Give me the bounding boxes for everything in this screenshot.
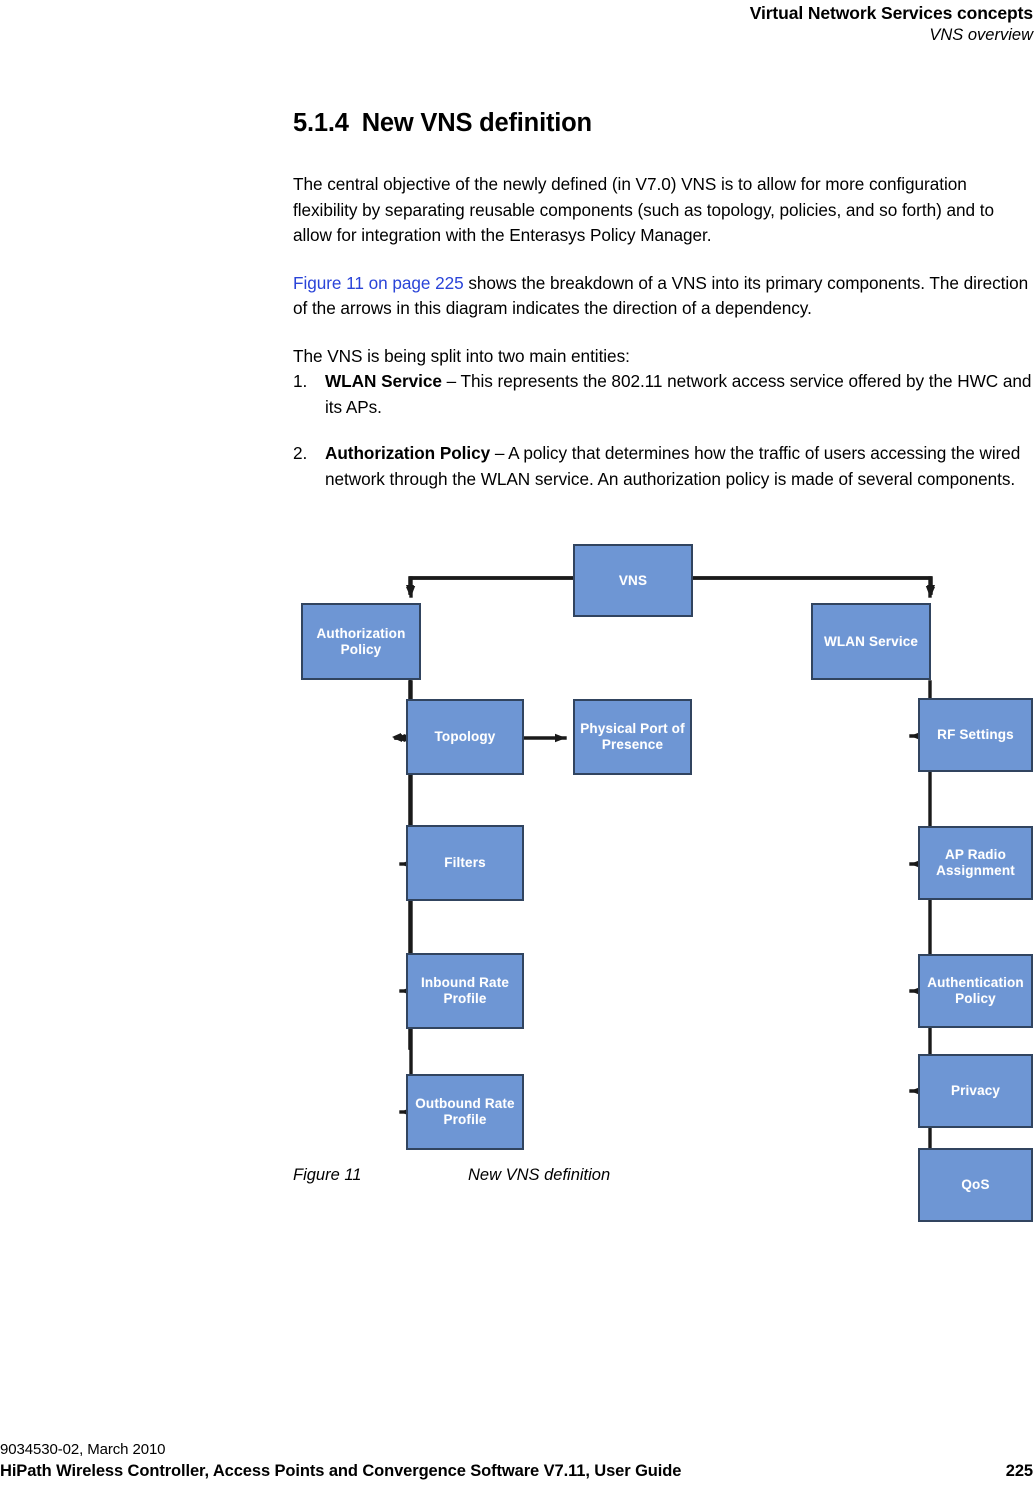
figure-caption-label: Figure 11 [293,1166,362,1184]
list-item-term: Authorization Policy [325,443,491,463]
node-inbound-rate-profile[interactable]: Inbound Rate Profile [406,953,524,1029]
page-header: Virtual Network Services concepts VNS ov… [0,0,1035,46]
node-privacy[interactable]: Privacy [918,1054,1033,1128]
footer-page-number: 225 [1005,1462,1033,1480]
intro-paragraph: The central objective of the newly defin… [293,174,994,245]
node-vns[interactable]: VNS [573,544,693,617]
node-authorization-policy[interactable]: Authorization Policy [301,603,421,680]
xref-paragraph: Figure 11 on page 225 shows the breakdow… [293,271,1035,322]
footer-product-line: HiPath Wireless Controller, Access Point… [0,1460,1035,1483]
list-item: 1. WLAN Service – This represents the 802… [293,369,1035,420]
page-footer: 9034530-02, March 2010 HiPath Wireless C… [0,1439,1035,1483]
entity-list: 1. WLAN Service – This represents the 802… [293,369,1035,492]
figure-11: VNS Authorization Policy WLAN Service To… [293,516,1035,1222]
footer-product-title: HiPath Wireless Controller, Access Point… [0,1462,682,1480]
figure-caption-title: New VNS definition [468,1166,611,1184]
list-item-marker: 1. [293,371,308,391]
node-outbound-rate-profile[interactable]: Outbound Rate Profile [406,1074,524,1150]
figure-caption: Figure 11 New VNS definition [293,1164,1035,1186]
section-title: New VNS definition [361,109,592,137]
header-subtitle: VNS overview [929,26,1033,44]
page-title: 5.1.4 New VNS definition [293,108,1035,138]
node-rf-settings[interactable]: RF Settings [918,698,1033,772]
node-wlan-service[interactable]: WLAN Service [811,603,931,680]
list-item-description: – A policy that determines how the traff… [325,443,1021,489]
footer-document-id: 9034530-02, March 2010 [0,1441,166,1458]
node-authentication-policy[interactable]: Authentication Policy [918,954,1033,1028]
list-item-marker: 2. [293,443,308,463]
node-qos[interactable]: QoS [918,1148,1033,1222]
node-ap-radio-assignment[interactable]: AP Radio Assignment [918,826,1033,900]
xref-paragraph-rest: shows the breakdown of a VNS into its pr… [293,272,1029,319]
header-title: Virtual Network Services concepts [749,3,1033,23]
figure-cross-reference-link[interactable]: Figure 11 on page 225 [293,272,464,293]
node-filters[interactable]: Filters [406,825,524,901]
list-item-description: – This represents the 802.11 network acc… [325,371,1032,417]
split-paragraph: The VNS is being split into two main ent… [293,345,630,366]
section-number: 5.1.4 [293,109,349,137]
node-topology[interactable]: Topology [406,699,524,775]
vns-definition-diagram: VNS Authorization Policy WLAN Service To… [293,516,1035,1222]
list-item: 2. Authorization Policy – A policy that d… [293,441,1035,492]
list-item-term: WLAN Service [325,371,442,391]
node-physical-port-of-presence[interactable]: Physical Port of Presence [573,699,692,775]
